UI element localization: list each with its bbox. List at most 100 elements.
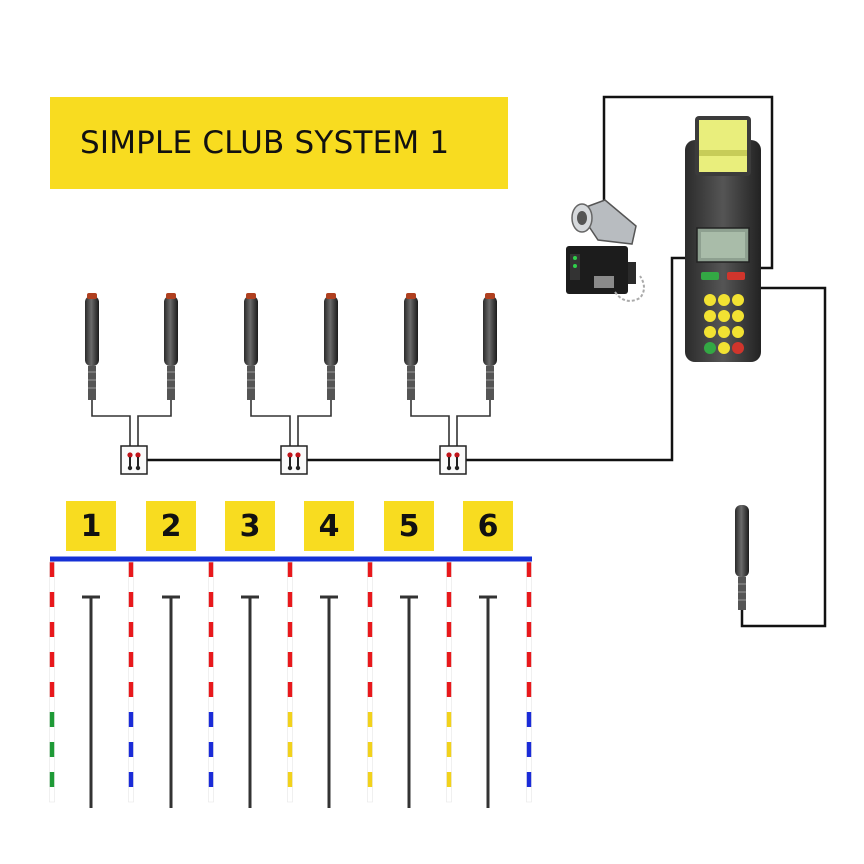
lane-rope: [49, 561, 55, 803]
lane-rope-segment: [446, 712, 452, 727]
touch-sensor-icon: [244, 293, 258, 400]
lane-rope-segment: [526, 742, 532, 757]
lane-rope-segment: [49, 757, 55, 772]
lane-rope-segment: [367, 607, 373, 622]
lane-lines: [82, 595, 497, 808]
lane-number-6: 6: [463, 501, 513, 551]
lane-rope-segment: [446, 742, 452, 757]
lane-line-6: [479, 595, 497, 808]
lane-number-5: 5: [384, 501, 434, 551]
lane-rope: [526, 561, 532, 803]
lane-rope-segment: [287, 682, 293, 697]
lane-rope-segment: [526, 592, 532, 607]
timer-console-icon: [685, 116, 761, 362]
lane-rope-segment: [208, 667, 214, 682]
lane-rope-segment: [446, 727, 452, 742]
lane-line-5: [400, 595, 418, 808]
junction-boxes: [120, 445, 467, 475]
lane-rope-segment: [49, 772, 55, 787]
lane-rope-segment: [128, 592, 134, 607]
lane-rope: [128, 561, 134, 803]
lane-rope-segment: [49, 622, 55, 637]
lane-rope-segment: [367, 637, 373, 652]
lane-rope-segment: [367, 787, 373, 802]
lane-rope-segment: [208, 727, 214, 742]
lane-rope-segment: [367, 697, 373, 712]
lane-rope-segment: [208, 742, 214, 757]
lane-rope-segment: [287, 667, 293, 682]
lane-rope-segment: [128, 652, 134, 667]
lane-rope-segment: [208, 757, 214, 772]
lane-rope-segment: [526, 562, 532, 577]
lane-rope-segment: [367, 577, 373, 592]
junction-box-icon: [280, 445, 308, 475]
lane-rope-segment: [446, 607, 452, 622]
junction-box-icon: [439, 445, 467, 475]
lane-rope-segment: [49, 607, 55, 622]
lane-rope-segment: [49, 667, 55, 682]
lane-line-1: [82, 595, 100, 808]
touch-sensor-icon: [85, 293, 99, 400]
lane-rope-segment: [367, 727, 373, 742]
touch-sensors: [85, 293, 497, 400]
lane-rope-outline: [208, 561, 214, 803]
lane-rope-segment: [526, 667, 532, 682]
lane-rope-segment: [367, 622, 373, 637]
lane-rope-segment: [367, 712, 373, 727]
lane-rope-segment: [367, 742, 373, 757]
lane-rope-segment: [446, 562, 452, 577]
lane-rope-segment: [526, 787, 532, 802]
lane-rope-segment: [446, 682, 452, 697]
lane-rope-segment: [49, 742, 55, 757]
lane-rope-segment: [367, 757, 373, 772]
lane-rope-segment: [287, 742, 293, 757]
lane-rope-segment: [208, 787, 214, 802]
lane-rope-segment: [526, 652, 532, 667]
lane-rope: [208, 561, 214, 803]
lane-rope-segment: [526, 637, 532, 652]
touch-sensor-icon: [324, 293, 338, 400]
lane-rope-segment: [128, 637, 134, 652]
lane-rope-segment: [287, 637, 293, 652]
lane-rope-segment: [128, 712, 134, 727]
lane-rope-segment: [208, 592, 214, 607]
lane-rope-outline: [367, 561, 373, 803]
lane-rope-segment: [446, 652, 452, 667]
lane-rope-segment: [208, 682, 214, 697]
horn-speaker-icon: [566, 199, 645, 302]
lane-number-4: 4: [304, 501, 354, 551]
lane-number-2: 2: [146, 501, 196, 551]
lane-rope-outline: [526, 561, 532, 803]
lane-number-1: 1: [66, 501, 116, 551]
lane-rope-segment: [526, 727, 532, 742]
diagram-title: SIMPLE CLUB SYSTEM 1: [80, 125, 450, 161]
lane-rope-segment: [49, 652, 55, 667]
lane-rope-segment: [208, 577, 214, 592]
lane-rope-segment: [208, 562, 214, 577]
lane-rope-segment: [367, 562, 373, 577]
lane-rope-segment: [526, 757, 532, 772]
lane-rope-segment: [287, 697, 293, 712]
cables: [147, 95, 827, 628]
lane-rope-segment: [208, 622, 214, 637]
lane-rope-segment: [287, 652, 293, 667]
lane-rope-segment: [367, 592, 373, 607]
lane-rope-segment: [128, 562, 134, 577]
lane-rope-segment: [287, 592, 293, 607]
lane-rope-segment: [526, 712, 532, 727]
lane-rope-segment: [446, 637, 452, 652]
lane-rope-segment: [446, 622, 452, 637]
lane-number-3: 3: [225, 501, 275, 551]
lane-rope-segment: [287, 757, 293, 772]
lane-rope-segment: [208, 697, 214, 712]
lane-rope-segment: [446, 787, 452, 802]
lane-rope-segment: [128, 742, 134, 757]
lane-rope-segment: [128, 697, 134, 712]
lane-rope-segment: [128, 682, 134, 697]
lane-rope-segment: [287, 712, 293, 727]
lane-rope-segment: [128, 607, 134, 622]
lane-rope-segment: [287, 622, 293, 637]
lane-rope-segment: [49, 592, 55, 607]
lane-rope: [287, 561, 293, 803]
